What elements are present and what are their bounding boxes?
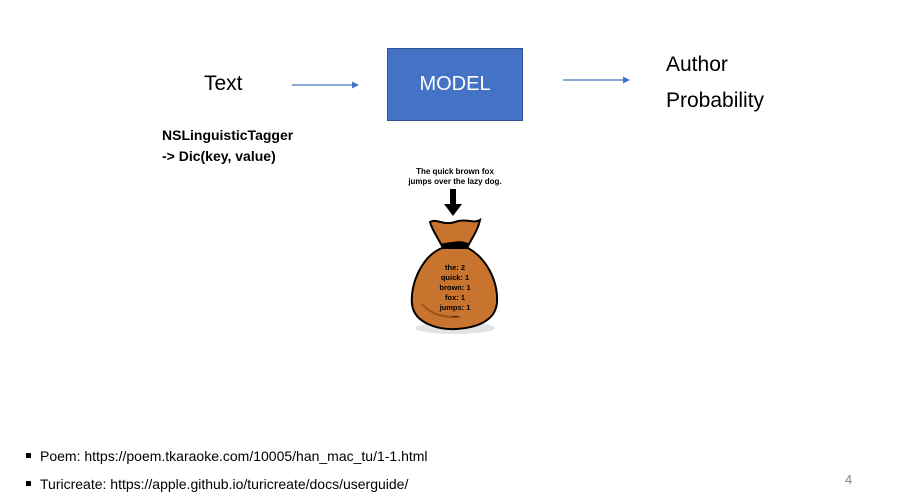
output-probability-label: Probability — [666, 89, 765, 112]
reference-list: Poem: https://poem.tkaraoke.com/10005/ha… — [26, 442, 428, 498]
word-count: brown: 1 — [439, 283, 470, 292]
arrow-to-output — [563, 76, 630, 84]
bullet-icon — [26, 453, 31, 458]
reference-item-turicreate: Turicreate: https://apple.github.io/turi… — [26, 470, 428, 498]
model-label: MODEL — [419, 73, 491, 95]
bag-caption-line-2: jumps over the lazy dog. — [407, 177, 501, 186]
tagger-line-1: NSLinguisticTagger — [162, 127, 294, 143]
bag-icon — [410, 217, 499, 331]
word-count: ... — [452, 310, 458, 319]
arrow-to-model — [292, 81, 359, 89]
word-count: quick: 1 — [441, 273, 469, 282]
word-count: fox: 1 — [445, 293, 465, 302]
word-count: the: 2 — [445, 263, 465, 272]
bullet-icon — [26, 481, 31, 486]
model-box: MODEL — [387, 48, 523, 121]
output-author-label: Author — [666, 53, 728, 76]
reference-item-poem: Poem: https://poem.tkaraoke.com/10005/ha… — [26, 442, 428, 470]
input-text-label: Text — [204, 72, 243, 95]
tagger-line-2: -> Dic(key, value) — [162, 148, 276, 164]
tagger-note: NSLinguisticTagger -> Dic(key, value) — [162, 125, 293, 167]
bag-caption-line-1: The quick brown fox — [416, 167, 494, 176]
reference-text: Turicreate: https://apple.github.io/turi… — [40, 476, 409, 492]
word-count-list: the: 2 quick: 1 brown: 1 fox: 1 jumps: 1… — [439, 263, 471, 319]
bag-of-words-illustration: The quick brown fox jumps over the lazy … — [407, 167, 502, 334]
page-number: 4 — [845, 472, 853, 487]
down-arrow-icon — [444, 189, 462, 216]
word-count: jumps: 1 — [439, 303, 471, 312]
reference-text: Poem: https://poem.tkaraoke.com/10005/ha… — [40, 448, 428, 464]
